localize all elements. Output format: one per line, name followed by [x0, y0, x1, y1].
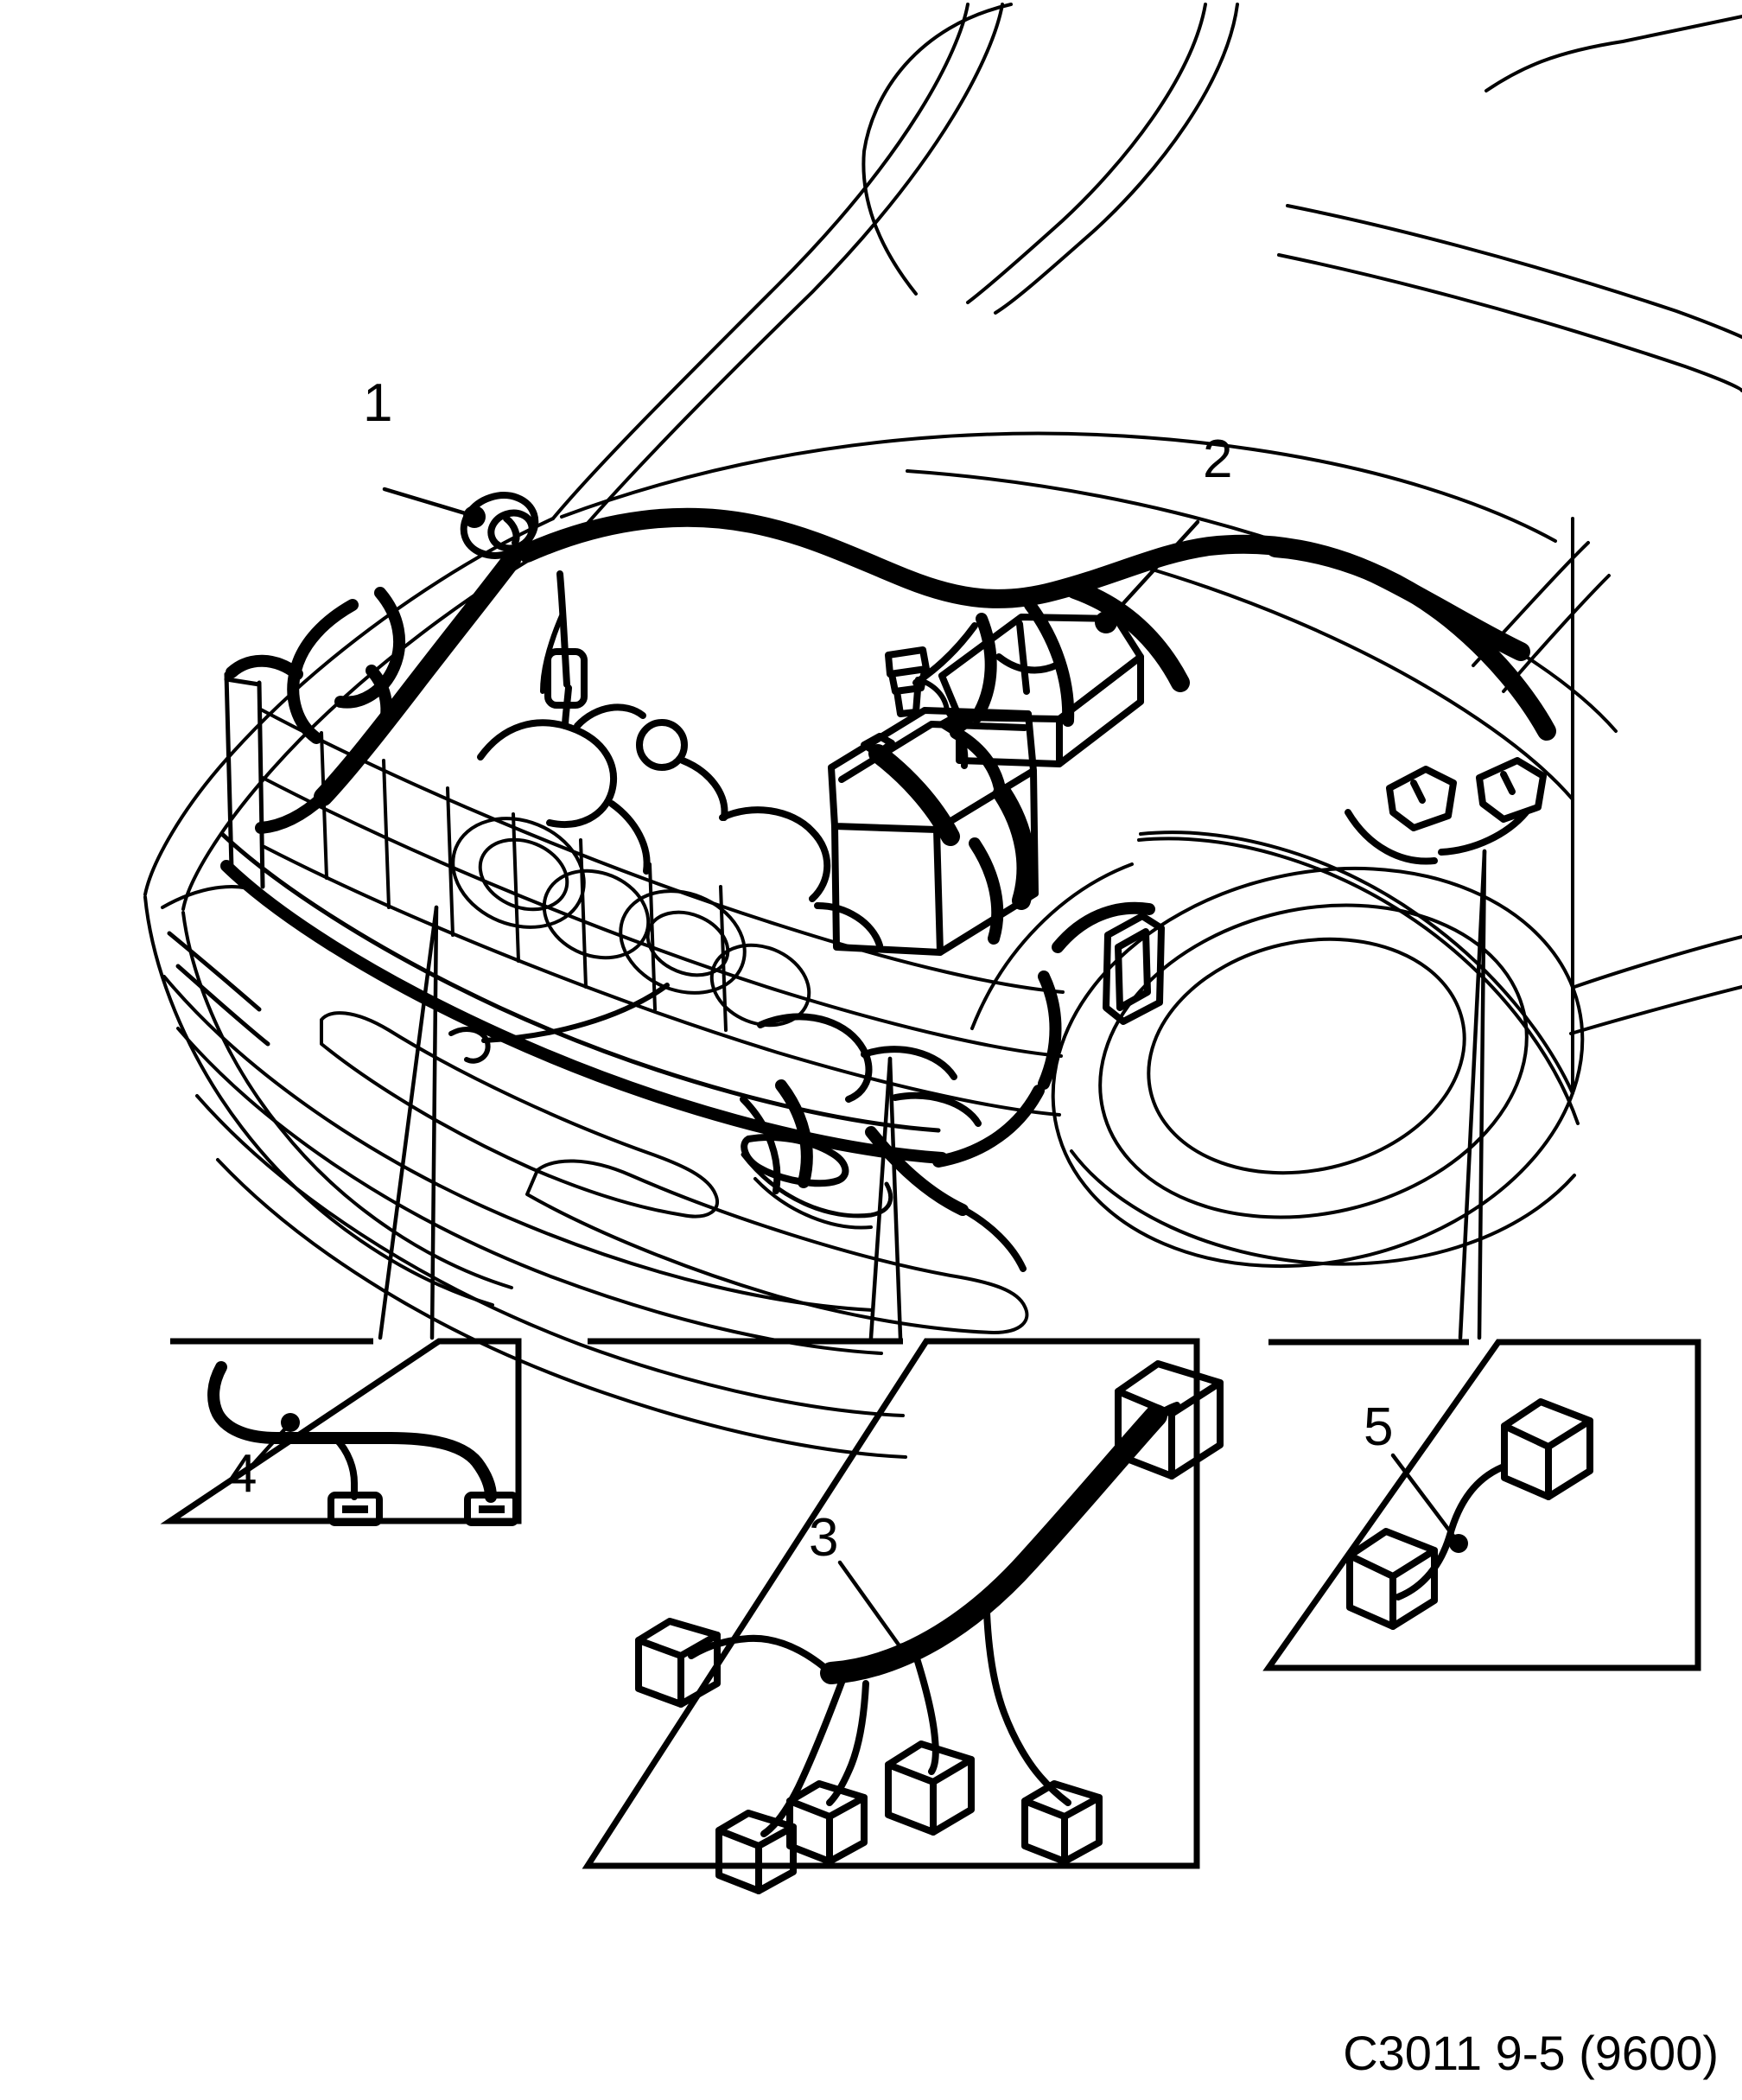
cube-connector: [1501, 1398, 1593, 1500]
engine-compartment-harness: [226, 492, 1556, 1272]
detail-box-3: 3: [582, 1338, 1224, 1894]
callout-label-5: 5: [1364, 1397, 1393, 1457]
figure-caption: C3011 9-5 (9600): [1343, 2026, 1719, 2080]
callout-label-3: 3: [809, 1508, 838, 1568]
cube-connector-main: [1115, 1360, 1224, 1480]
leader-dot-1: [463, 506, 486, 528]
battery-and-fuse-box: [828, 614, 1165, 1025]
callout-label-4: 4: [227, 1444, 257, 1504]
callout-leaders: [378, 487, 1487, 1340]
fuse-box: [938, 614, 1144, 767]
cube-connector: [715, 1810, 797, 1894]
leader-dot-2: [1095, 611, 1117, 633]
cube-connector: [635, 1618, 721, 1708]
detail-box-5: 5: [1262, 1339, 1701, 1671]
callout-label-2: 2: [1203, 430, 1232, 489]
battery: [828, 707, 1039, 956]
cube-connector: [885, 1740, 975, 1836]
callout-label-1: 1: [363, 373, 392, 433]
detail-box-4: 4: [160, 1338, 522, 1526]
cube-connector: [1346, 1528, 1438, 1630]
vehicle-body-outline: [143, 3, 1742, 1459]
flat-connector: [327, 1492, 383, 1526]
cube-connector: [1021, 1780, 1103, 1865]
flat-connector: [464, 1492, 519, 1526]
cube-connector: [786, 1780, 868, 1865]
